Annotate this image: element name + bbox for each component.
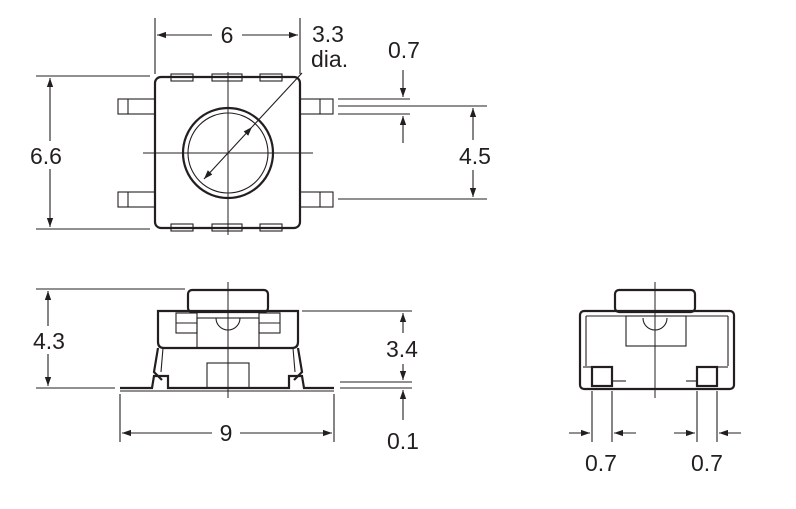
end-view: 0.7 0.7: [569, 282, 741, 476]
end-view-left-terminal: [583, 365, 626, 388]
body-height-label: 3.4: [386, 336, 418, 362]
height-label: 6.6: [30, 143, 62, 169]
top-view: 6 3.3 dia. 6.6 0.7 4.5: [30, 18, 491, 235]
lead-span-label: 9: [220, 420, 233, 446]
top-view-right-pins: [299, 98, 334, 208]
right-pad-width-label: 0.7: [691, 450, 723, 476]
top-view-bottom-tabs: [170, 223, 283, 232]
top-view-left-pins: [117, 98, 156, 208]
pin-pitch-label: 4.5: [459, 143, 491, 169]
width-label: 6: [221, 22, 234, 48]
overall-height-label: 4.3: [33, 328, 65, 354]
side-view-leads: [120, 374, 334, 390]
side-view-body: [156, 309, 300, 350]
side-view: 4.3 3.4 0.1 9: [33, 282, 419, 454]
end-view-right-terminal: [686, 365, 728, 388]
standoff-label: 0.1: [387, 428, 419, 454]
button-diameter-label: 3.3: [312, 21, 344, 47]
pin-width-label: 0.7: [388, 37, 420, 63]
top-view-top-tabs: [170, 73, 283, 82]
end-view-body: [578, 309, 736, 391]
left-pad-width-label: 0.7: [585, 450, 617, 476]
button-diameter-unit-label: dia.: [311, 46, 348, 72]
